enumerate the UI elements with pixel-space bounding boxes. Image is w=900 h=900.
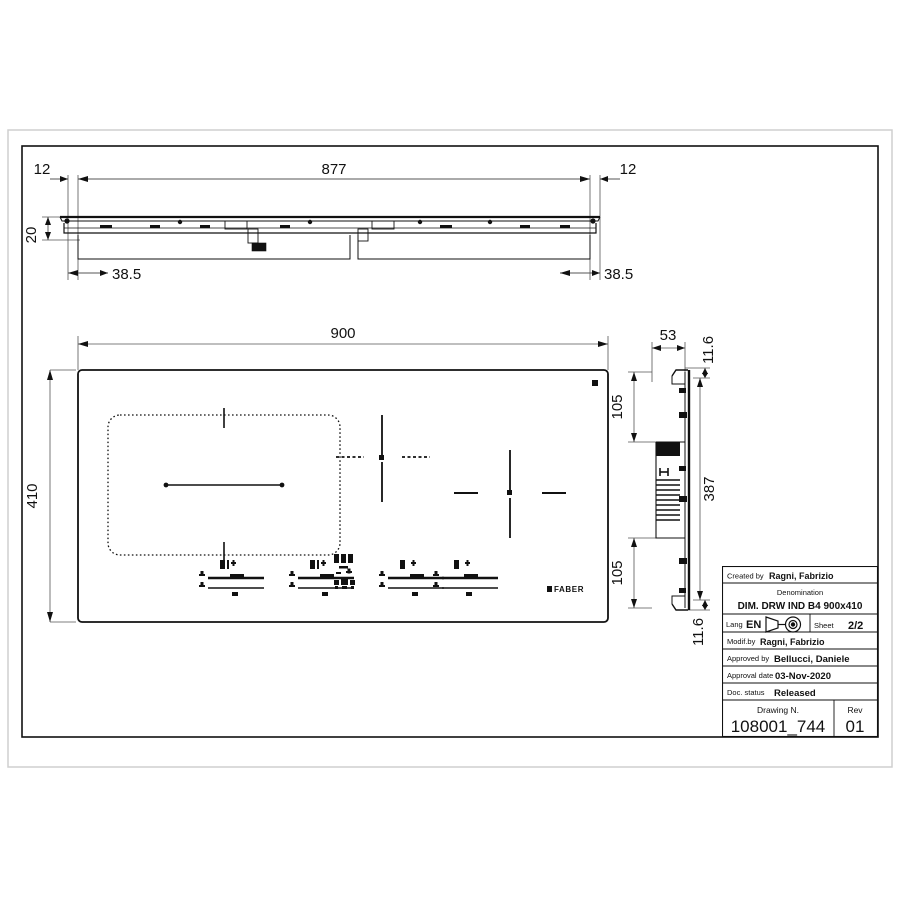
- first-angle-projection-icon: [765, 616, 802, 633]
- modif-by-label: Modif.by: [727, 637, 756, 646]
- hob-glass-outline: [77, 369, 609, 623]
- top-plan-view: 900 410: [24, 325, 609, 623]
- lang-value: EN: [746, 619, 761, 631]
- created-by-value: Ragni, Fabrizio: [769, 571, 834, 581]
- corner-marker: [592, 380, 598, 386]
- approval-date-value: 03-Nov-2020: [775, 671, 831, 682]
- dim-20: 20: [23, 227, 40, 244]
- dim-12-left: 12: [34, 161, 51, 178]
- drawing-no-value: 108001_744: [731, 717, 826, 736]
- rev-label: Rev: [847, 705, 863, 715]
- timer-display: [334, 554, 355, 589]
- approved-by-label: Approved by: [727, 654, 769, 663]
- denomination-value: DIM. DRW IND B4 900x410: [738, 601, 863, 612]
- dim-410: 410: [24, 483, 41, 508]
- dim-385-right: 38.5: [604, 266, 633, 283]
- dim-900: 900: [330, 325, 355, 342]
- dim-385-left: 38.5: [112, 266, 141, 283]
- drawing-no-label: Drawing N.: [757, 705, 799, 715]
- dim-116-bottom: 11.6: [690, 618, 707, 646]
- title-block: Created by Ragni, Fabrizio Denomination …: [722, 566, 879, 738]
- dim-12-right: 12: [620, 161, 637, 178]
- doc-status-label: Doc. status: [727, 688, 765, 697]
- dim-116-top: 11.6: [700, 336, 717, 364]
- approved-by-value: Bellucci, Daniele: [774, 654, 850, 665]
- dim-387: 387: [701, 476, 718, 501]
- created-by-label: Created by: [727, 572, 764, 581]
- denomination-label: Denomination: [777, 588, 823, 597]
- modif-by-value: Ragni, Fabrizio: [760, 637, 825, 647]
- lang-label: Lang: [726, 620, 743, 629]
- dim-53: 53: [660, 327, 677, 344]
- flex-zone-center-marker: [163, 482, 285, 488]
- dim-105-top: 105: [609, 394, 626, 419]
- doc-status-value: Released: [774, 688, 816, 699]
- brand-label: FABER: [554, 585, 584, 594]
- sheet-label: Sheet: [814, 621, 835, 630]
- brand-logo: FABER: [547, 585, 584, 594]
- control-panel[interactable]: [199, 554, 498, 596]
- dim-877: 877: [321, 161, 346, 178]
- right-side-section-view: 53 11.6 105 387: [609, 327, 718, 646]
- front-section-view: 877 12 12 20: [23, 161, 637, 283]
- rev-value: 01: [846, 717, 865, 736]
- approval-date-label: Approval date: [727, 671, 773, 680]
- sheet-value: 2/2: [848, 620, 863, 632]
- dim-105-bottom: 105: [609, 560, 626, 585]
